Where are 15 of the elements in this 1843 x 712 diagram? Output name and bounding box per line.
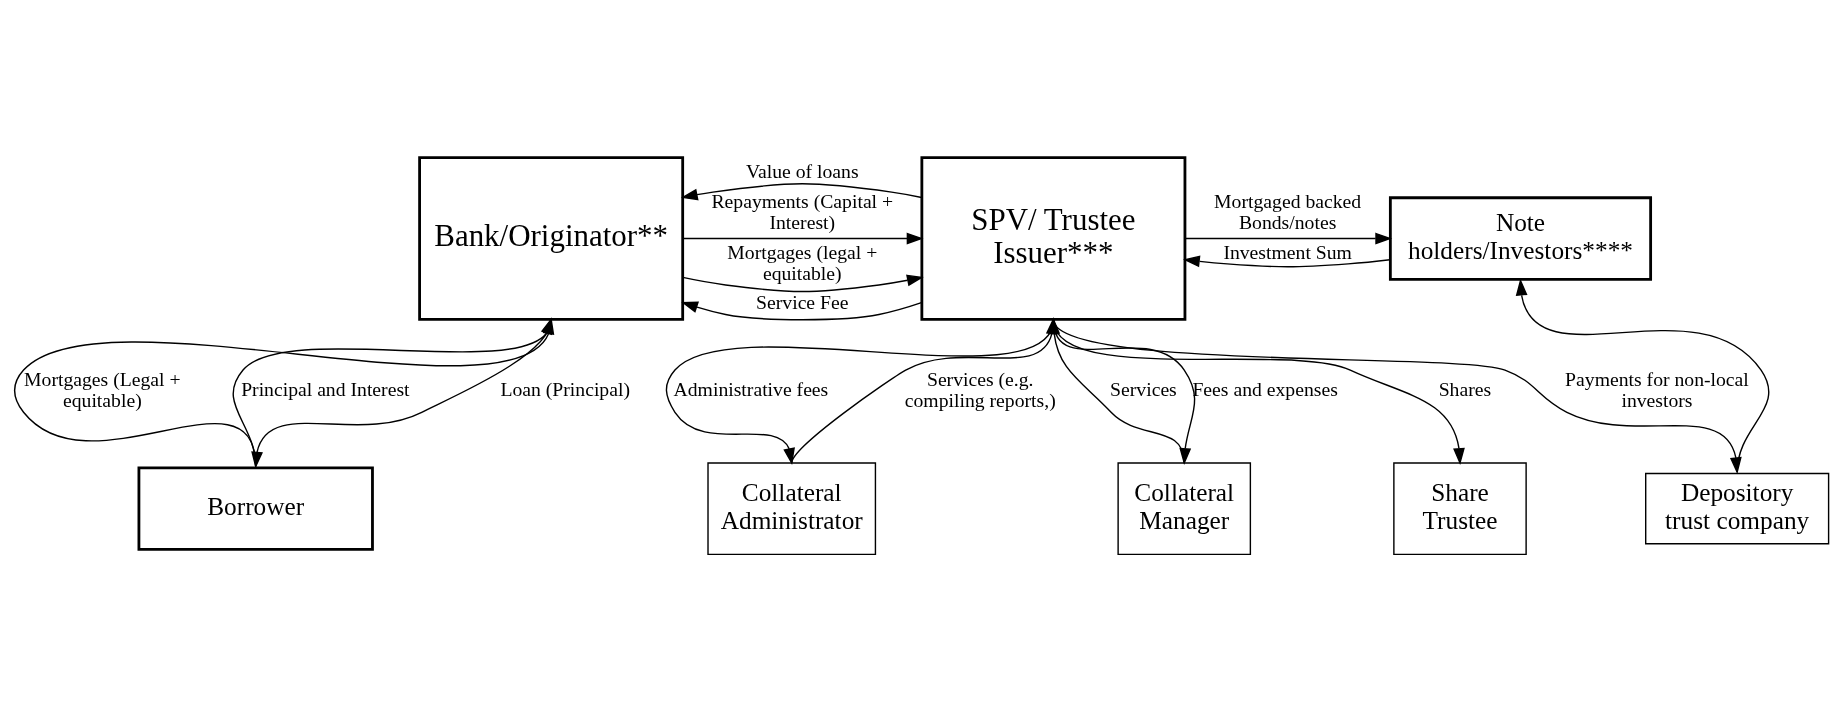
edge-label: Fees and expenses [1192,378,1338,401]
edge-label: Payments for non-local investors [1565,367,1749,411]
edge-label: Services (e.g. compiling reports,) [904,367,1056,411]
edge-label: Administrative fees [673,378,829,401]
edge-label: Principal and Interest [241,378,410,401]
edge-label: Loan (Principal) [500,378,630,401]
edge-label: Investment Sum [1223,240,1352,263]
edge-label: Value of loans [745,160,859,183]
edge-label: Services [1110,378,1177,401]
edge-label: Service Fee [756,291,849,314]
edge-label: Shares [1438,378,1492,401]
edge-label: Mortgages (Legal + equitable) [24,367,181,411]
edge-label: Repayments (Capital + Interest) [711,189,894,233]
edge-label: Mortgages (legal + equitable) [727,240,878,284]
edge-label: Mortgaged backed Bonds/notes [1214,189,1362,233]
